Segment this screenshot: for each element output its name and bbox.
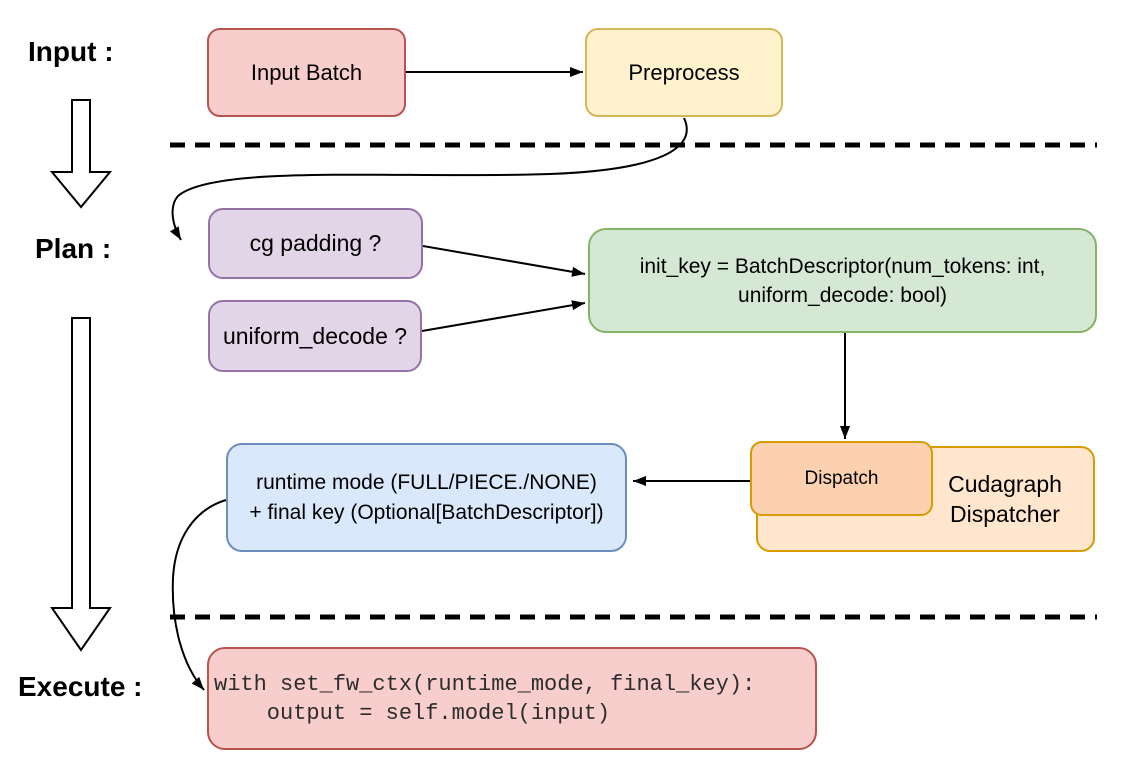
node-execute-code: with set_fw_ctx(runtime_mode, final_key)…	[207, 647, 817, 750]
node-execute-code-line2: output = self.model(input)	[214, 700, 611, 726]
node-uniform-decode-label: uniform_decode ?	[222, 322, 408, 349]
edge-cg-padding-to-init-key	[422, 245, 586, 277]
edge-uniform-decode-to-init-key	[421, 300, 586, 332]
edge-preprocess-to-cg-padding	[170, 117, 688, 241]
node-cg-padding-label: cg padding ?	[249, 230, 382, 256]
stage-label-plan: Plan :	[35, 233, 112, 264]
stage-arrow-plan-to-execute-icon	[50, 317, 112, 652]
node-preprocess-label: Preprocess	[628, 59, 740, 85]
node-input-batch: Input Batch	[207, 28, 406, 117]
node-init-key-line1: init_key = BatchDescriptor(num_tokens: i…	[639, 254, 1046, 278]
node-uniform-decode: uniform_decode ?	[208, 300, 422, 372]
node-runtime-mode-line1: runtime mode (FULL/PIECE./NONE)	[256, 470, 597, 494]
node-preprocess: Preprocess	[585, 28, 783, 117]
node-init-key-line2: uniform_decode: bool)	[738, 283, 947, 307]
node-dispatch-label: Dispatch	[804, 467, 879, 489]
node-input-batch-label: Input Batch	[250, 59, 363, 85]
node-dispatch: Dispatch	[750, 441, 933, 516]
edge-runtime-mode-to-execute-code	[171, 499, 227, 691]
node-execute-code-line1: with set_fw_ctx(runtime_mode, final_key)…	[214, 671, 756, 697]
stage-arrow-input-to-plan-icon	[49, 99, 113, 209]
node-cudagraph-dispatcher-label: Cudagraph Dispatcher	[948, 471, 1062, 527]
node-cg-padding: cg padding ?	[208, 208, 423, 279]
node-init-key: init_key = BatchDescriptor(num_tokens: i…	[588, 228, 1097, 333]
node-runtime-mode: runtime mode (FULL/PIECE./NONE) + final …	[226, 443, 627, 552]
node-runtime-mode-line2: + final key (Optional[BatchDescriptor])	[249, 500, 604, 524]
stage-label-input: Input :	[28, 36, 114, 67]
stage-label-execute: Execute :	[18, 671, 143, 702]
